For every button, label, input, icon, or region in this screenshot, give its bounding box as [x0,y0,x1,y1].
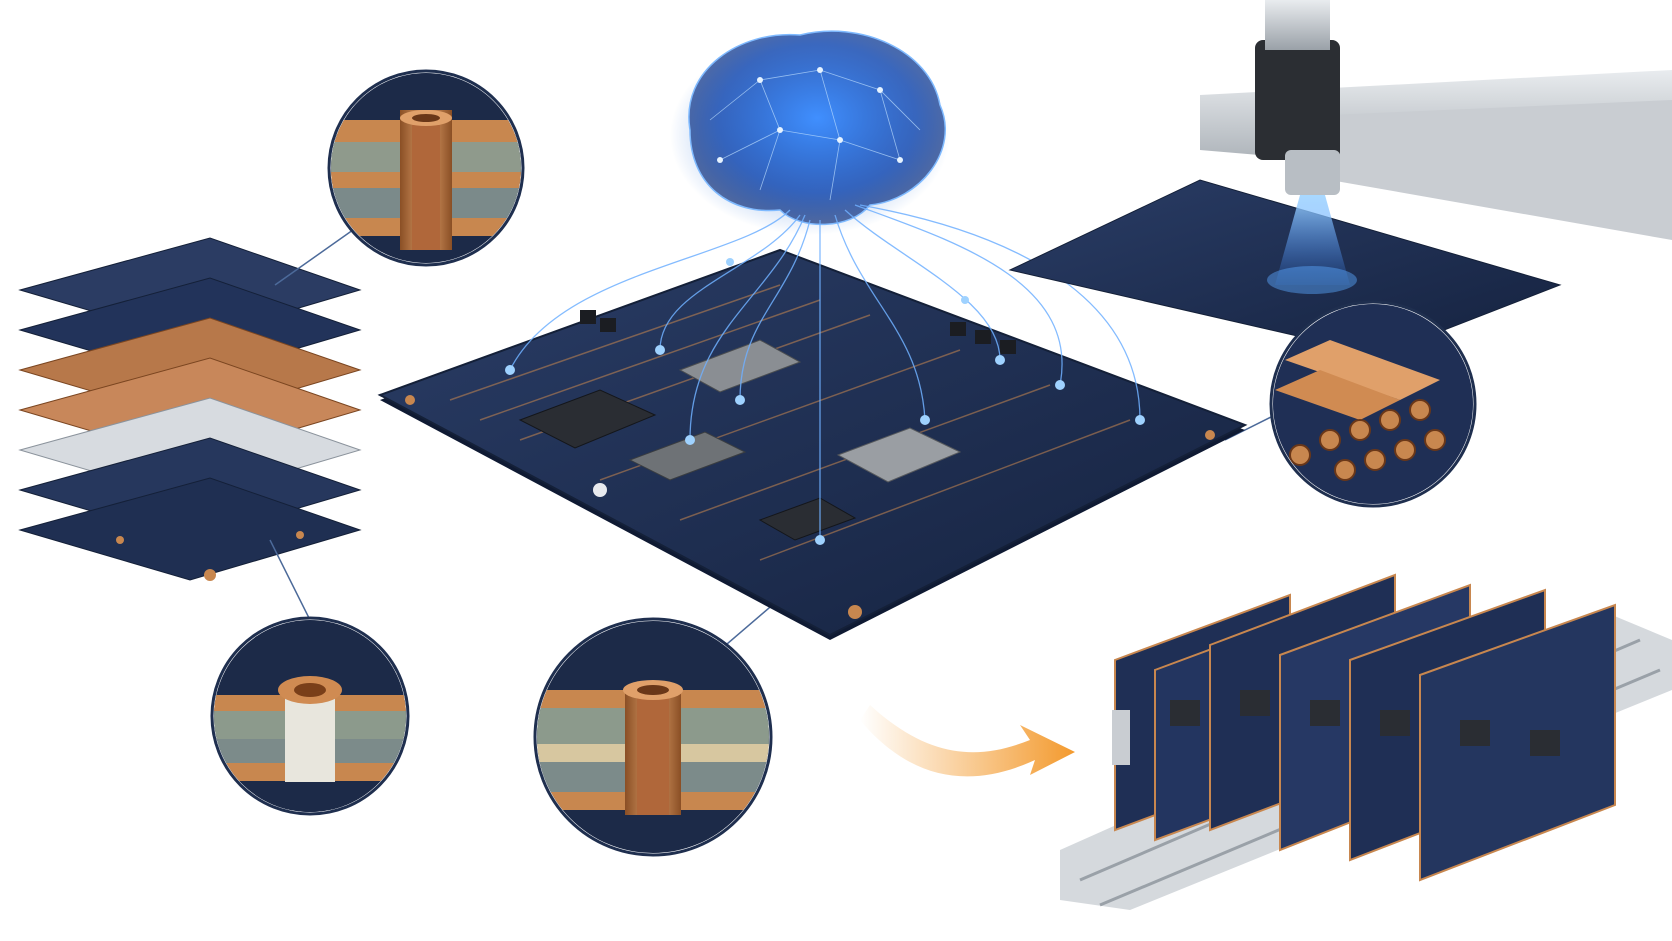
process-flow-arrow [860,705,1075,777]
ic-chip [628,431,747,481]
filled-via-cross-section [210,616,410,816]
ic-chip [518,389,657,449]
copper-pad-closeup [1269,300,1477,508]
ic-chip [678,339,802,393]
laser-inspection-machine [1008,0,1672,356]
ic-chip [836,427,962,483]
main-pcb-board [377,248,1248,640]
exploded-pcb-layer-stack [18,237,362,590]
brain-network-illustration [505,30,1145,545]
plated-via-cross-section [533,617,773,857]
plated-through-hole-cross-section [327,69,525,267]
assembled-board-rack [1060,573,1672,910]
ic-chip [758,497,857,541]
